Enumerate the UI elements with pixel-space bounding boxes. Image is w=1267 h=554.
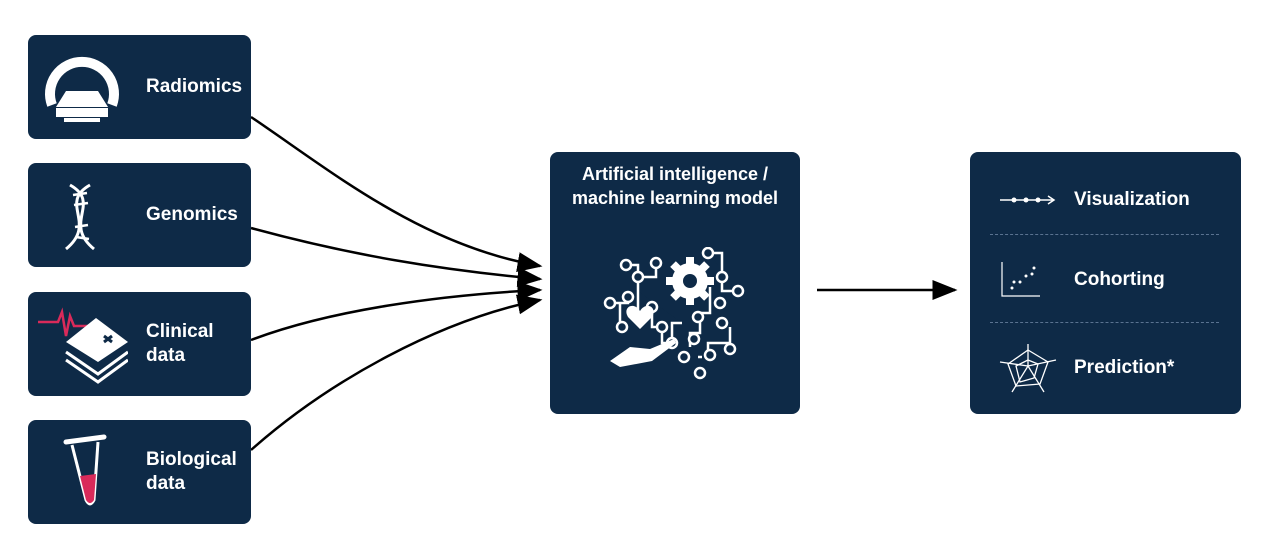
input-biological-data: Biological data (28, 420, 251, 524)
test-tube-icon (63, 434, 107, 506)
input-label: Genomics (146, 204, 238, 225)
input-radiomics: Radiomics (28, 35, 251, 139)
ai-circuit-gear-heart-icon (603, 247, 745, 380)
divider (990, 322, 1219, 323)
output-prediction: Prediction* (990, 328, 1219, 408)
scatter-plot-icon (1001, 262, 1040, 297)
output-label: Cohorting (1074, 269, 1165, 290)
output-label: Prediction* (1074, 357, 1175, 378)
timeline-icon (1000, 195, 1056, 205)
arrow-biological (250, 294, 543, 451)
clinical-records-icon (38, 307, 128, 384)
arrow-genomics (250, 226, 543, 287)
input-label-text: Biological data (146, 449, 237, 494)
outputs-box: Visualization Cohorting Prediction* (970, 152, 1241, 414)
input-label-text: Clinical data (146, 321, 214, 366)
output-cohorting: Cohorting (990, 240, 1219, 320)
input-label: Radiomics (146, 76, 243, 97)
arrow-clinical (250, 281, 543, 342)
model-title: Artificial intelligence / machine learni… (571, 164, 779, 208)
arrow-radiomics (250, 115, 543, 272)
input-genomics: Genomics (28, 163, 251, 267)
mri-scanner-icon (45, 56, 119, 122)
input-label: Clinical data (146, 320, 226, 368)
output-visualization: Visualization (990, 160, 1219, 240)
ai-model-box: Artificial intelligence / machine learni… (550, 152, 800, 414)
radar-chart-icon (999, 344, 1057, 393)
divider (990, 234, 1219, 235)
input-clinical-data: Clinical data (28, 292, 251, 396)
dna-icon (65, 183, 95, 251)
output-label: Visualization (1074, 189, 1190, 210)
input-label: Biological data (146, 448, 246, 496)
